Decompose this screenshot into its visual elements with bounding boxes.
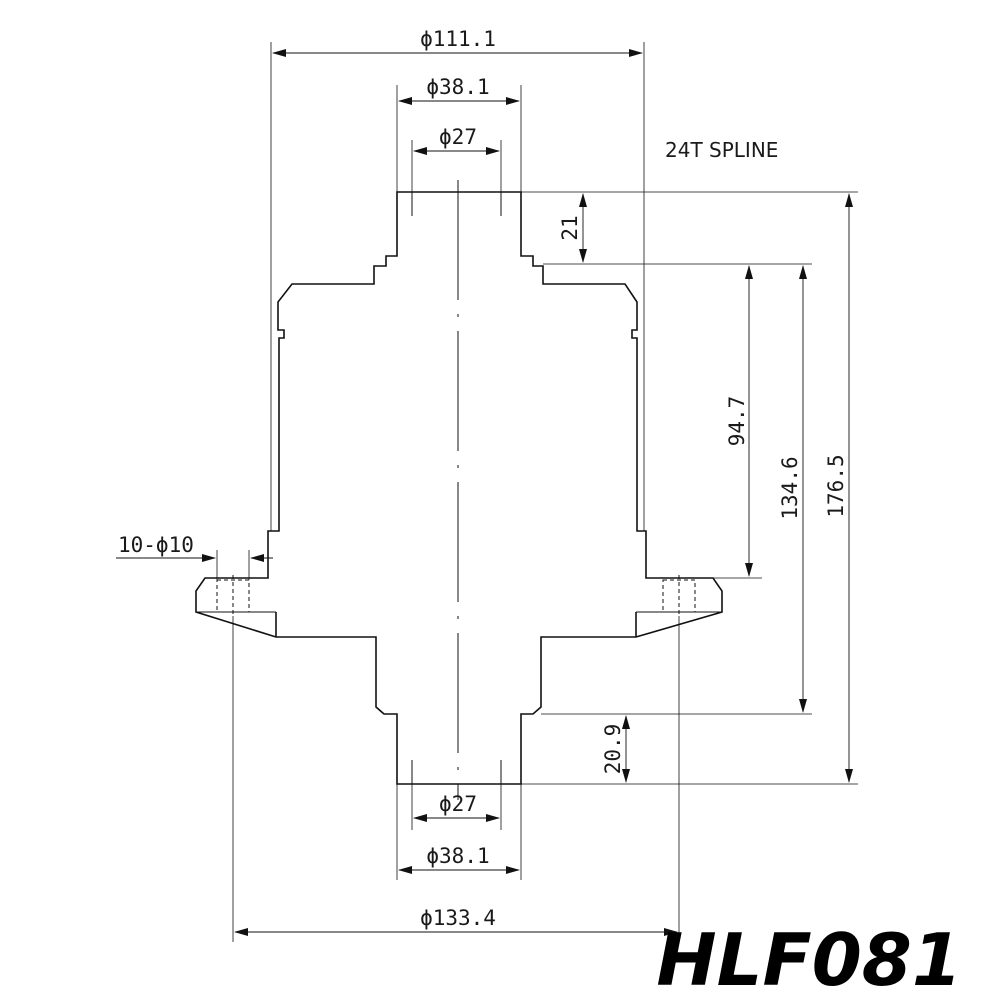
part-number-title: HLF081	[656, 918, 962, 1000]
spline-note: 24T SPLINE	[665, 138, 778, 162]
part-outline	[195, 191, 723, 785]
dim-top-shaft-length: 21	[558, 215, 582, 240]
dim-top-spline-dia: ϕ27	[439, 125, 477, 149]
dim-bottom-spline-dia: ϕ27	[439, 792, 477, 816]
dim-bottom-shaft-length: 20.9	[601, 724, 625, 775]
dim-bolt-circle-dia: ϕ133.4	[420, 906, 496, 930]
spline-lines	[411, 192, 502, 784]
bolt-holes	[216, 575, 696, 616]
dim-bolt-holes: 10-ϕ10	[118, 533, 194, 557]
dim-bottom-shaft-dia: ϕ38.1	[426, 844, 489, 868]
dim-top-shaft-dia: ϕ38.1	[426, 75, 489, 99]
extension-lines	[216, 42, 858, 942]
dim-top-flange-dia: ϕ111.1	[420, 27, 496, 51]
dim-overall-height: 176.5	[824, 454, 848, 517]
dimension-lines	[116, 49, 853, 936]
dim-shoulder-height: 134.6	[778, 456, 802, 519]
dim-body-to-flange: 94.7	[725, 396, 749, 447]
